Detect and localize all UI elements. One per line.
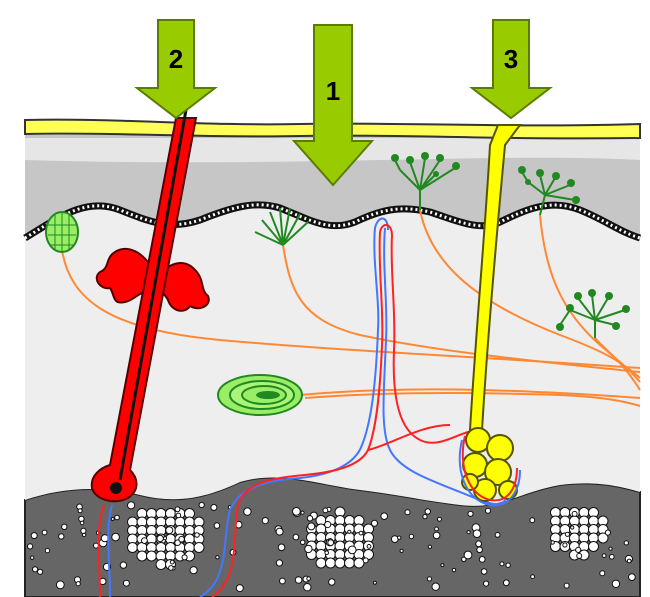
nerve-ending-tree	[559, 294, 626, 338]
arrow-shape	[134, 19, 218, 120]
free-nerve-endings	[394, 157, 626, 338]
sweat-gland-coil	[461, 427, 518, 502]
sebaceous-gland	[95, 247, 210, 312]
papilla-receptor	[254, 207, 309, 246]
vein	[107, 217, 506, 597]
arrow-3: 3	[469, 19, 553, 120]
basal-membrane	[23, 201, 642, 242]
arrow-2: 2	[134, 19, 218, 120]
fat-cells-scattered	[27, 501, 636, 593]
fat-cluster	[306, 506, 374, 569]
meissner-corpuscle	[45, 211, 79, 253]
artery	[97, 224, 481, 597]
nerve-ending-dots	[391, 152, 630, 331]
nerve-ending-tree	[521, 171, 576, 216]
hair-follicle	[90, 109, 198, 503]
nerve-ending-tree	[394, 157, 456, 210]
sweat-gland	[458, 124, 522, 507]
hair-shaft	[118, 109, 188, 481]
arrow-1: 1	[291, 24, 375, 187]
arrow-label: 2	[169, 44, 183, 74]
fat-cells	[27, 501, 636, 593]
pacinian-corpuscle	[217, 374, 303, 416]
arrow-label: 3	[504, 44, 518, 74]
arrow-shape	[469, 19, 553, 120]
arrow-shape	[291, 24, 375, 187]
nerve-fibers	[61, 209, 641, 407]
arrows: 1 2 3	[134, 19, 553, 187]
arrow-label: 1	[326, 76, 340, 106]
